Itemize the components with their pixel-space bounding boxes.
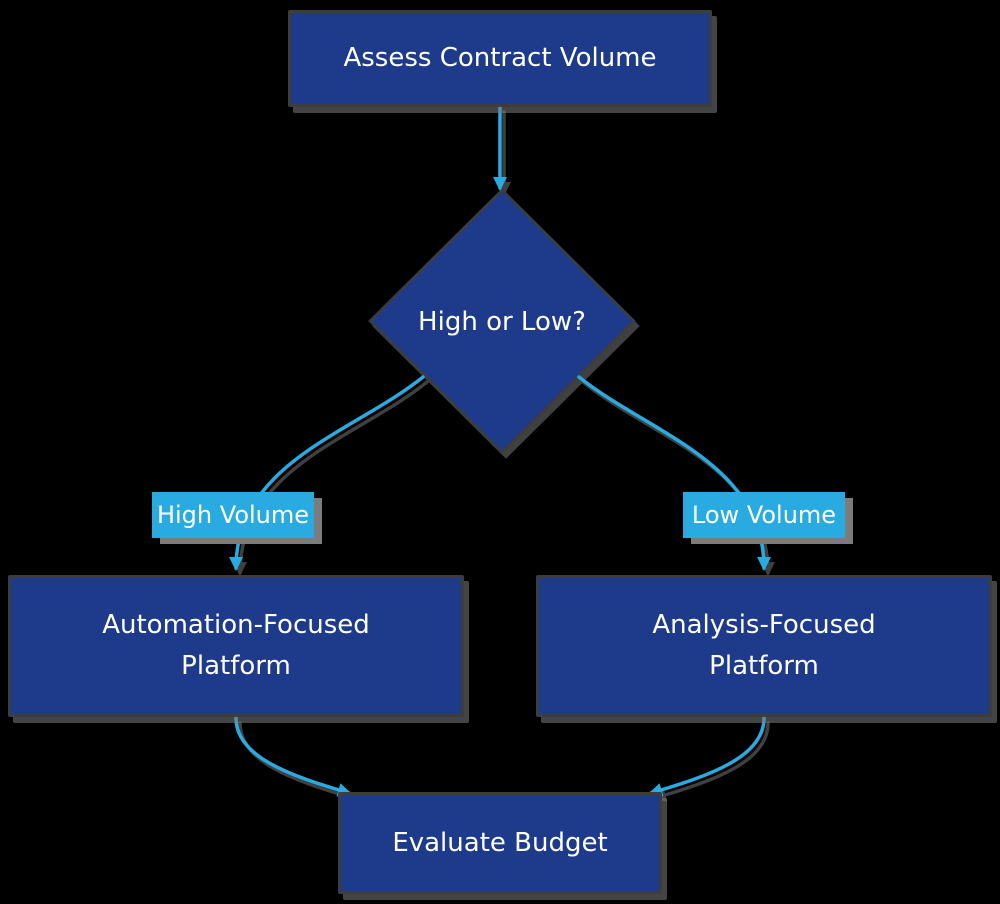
node-automation-focused-platform: Automation-Focused Platform xyxy=(8,575,464,717)
edge-automation-to-budget xyxy=(234,716,352,797)
decision-diamond-shape xyxy=(368,188,636,454)
edge-analysis-to-budget xyxy=(648,716,766,797)
node-analysis-focused-platform: Analysis-Focused Platform xyxy=(536,575,992,717)
node-label-line: Platform xyxy=(181,651,291,681)
node-label: Assess Contract Volume xyxy=(343,43,657,73)
node-label: Evaluate Budget xyxy=(392,827,608,858)
edge-label-text: High Volume xyxy=(156,501,310,529)
node-label-line: Automation-Focused xyxy=(102,610,370,640)
edge-label-high-volume: High Volume xyxy=(152,492,314,538)
node-evaluate-budget: Evaluate Budget xyxy=(338,792,662,894)
node-assess-contract-volume: Assess Contract Volume xyxy=(288,10,712,107)
node-label-line: Platform xyxy=(709,651,819,681)
node-label: High or Low? xyxy=(418,307,586,337)
node-decision-label: High or Low? xyxy=(372,300,632,344)
edge-decision-to-automation xyxy=(229,375,425,571)
edge-label-low-volume: Low Volume xyxy=(683,492,845,538)
edge-label-text: Low Volume xyxy=(691,501,837,529)
node-label-line: Analysis-Focused xyxy=(652,610,876,640)
edge-decision-to-analysis xyxy=(577,375,771,571)
